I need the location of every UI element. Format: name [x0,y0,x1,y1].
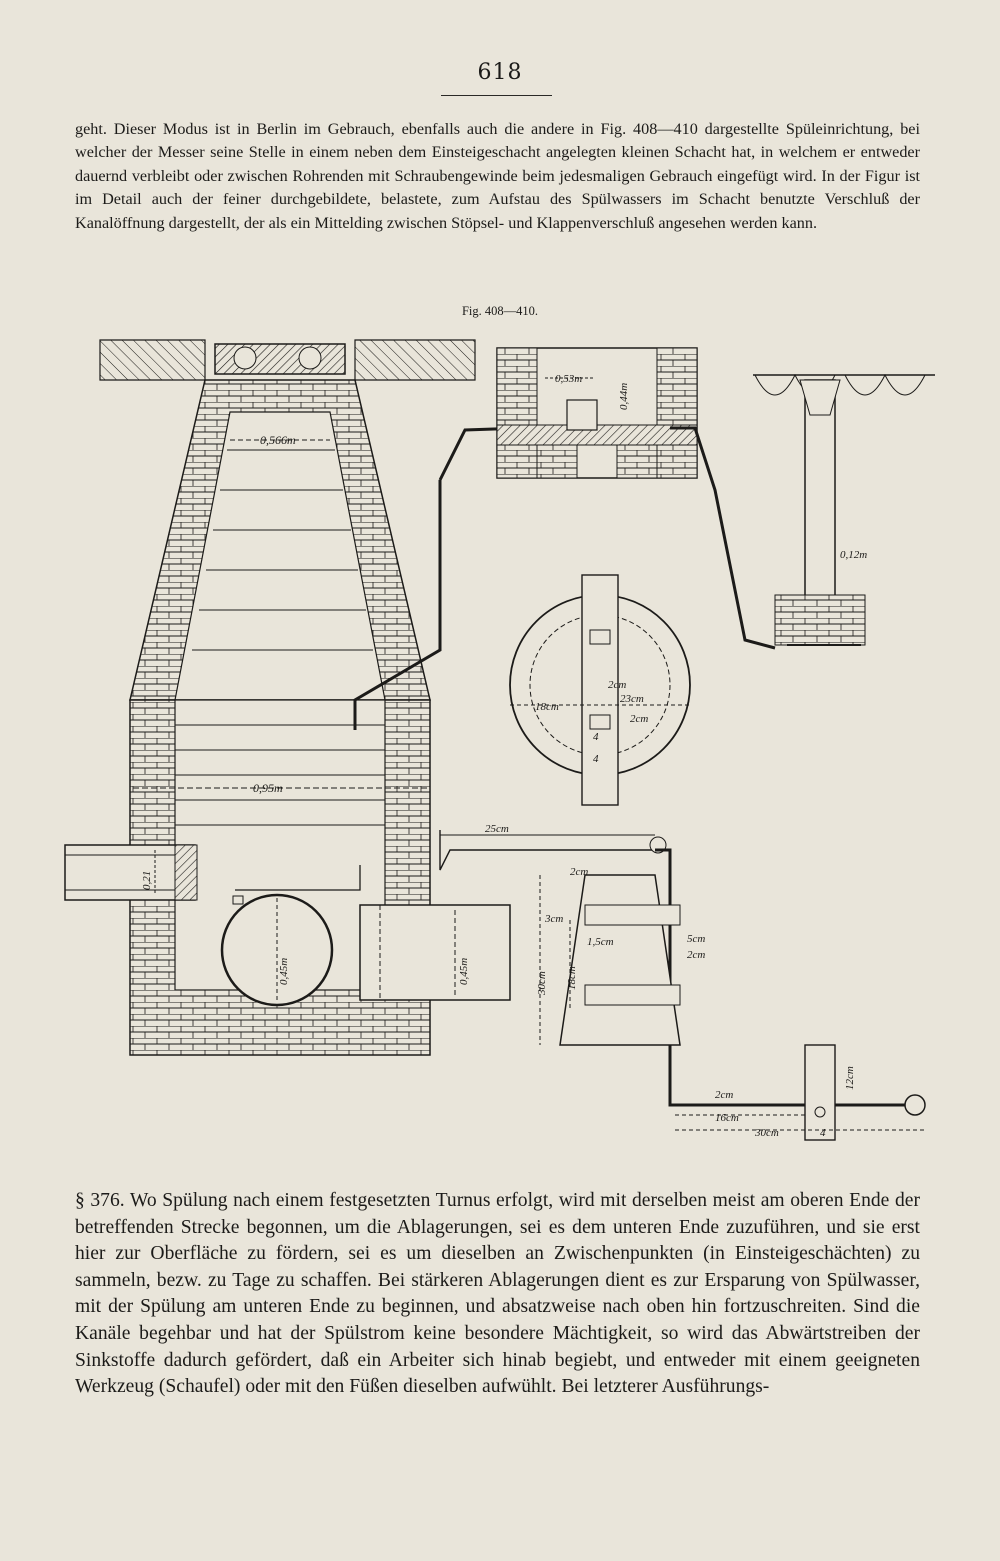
page-number: 618 [477,60,523,85]
dim-2cm-b: 2cm [630,713,648,725]
dim-012: 0,12m [840,549,867,561]
figure-caption: Fig. 408—410. [461,304,539,318]
dim-4-a: 4 [593,731,599,743]
dim-25cm: 25cm [485,823,509,835]
dim-2cm-e: 2cm [715,1089,733,1101]
dim-5cm: 5cm [687,933,705,945]
dim-12cm: 12cm [844,1066,856,1090]
page-number-rule [441,95,552,96]
standpipe: 0,12m [753,373,935,646]
dim-2cm-c: 2cm [570,866,588,878]
paragraph-top: geht. Dieser Modus ist in Berlin im Gebr… [75,120,920,232]
dim-2cm-a: 2cm [608,679,626,691]
valve-disk: 2cm 23cm 18cm 2cm 4 4 [509,574,691,806]
dim-30cm-h: 30cm [754,1127,779,1139]
figure-flushing-device: 0,566m 0,95m 0,21 0,45 [64,339,935,1141]
dim-053: 0,53m [555,373,582,385]
dim-16cm: 16cm [715,1112,739,1124]
dim-044: 0,44m [618,383,630,410]
dim-30cm-v: 30cm [536,971,548,996]
small-shaft: 0,53m 0,44m [496,347,776,650]
dim-2cm-d: 2cm [687,949,705,961]
dim-23cm: 23cm [620,693,644,705]
dim-4-b: 4 [593,753,599,765]
dim-3cm: 3cm [544,913,563,925]
manhole-shaft: 0,566m 0,95m 0,21 0,45 [64,339,526,1056]
dim-021: 0,21 [141,871,153,890]
paragraph-bottom: § 376. Wo Spülung nach einem festgesetzt… [75,1190,920,1398]
dim-18cm-v: 18cm [566,966,578,990]
lever-closure-detail: 25cm 2cm 3cm 1,5cm 5cm 2cm 30cm 18cm 12c… [439,823,926,1141]
dim-4-c: 4 [820,1127,826,1139]
dim-045b: 0,45m [458,958,470,985]
dim-095: 0,95m [253,781,283,795]
dim-045: 0,45m [278,958,290,985]
dim-18cm-a: 18cm [535,701,559,713]
dim-15cm: 1,5cm [587,936,614,948]
dim-0566: 0,566m [260,433,296,447]
